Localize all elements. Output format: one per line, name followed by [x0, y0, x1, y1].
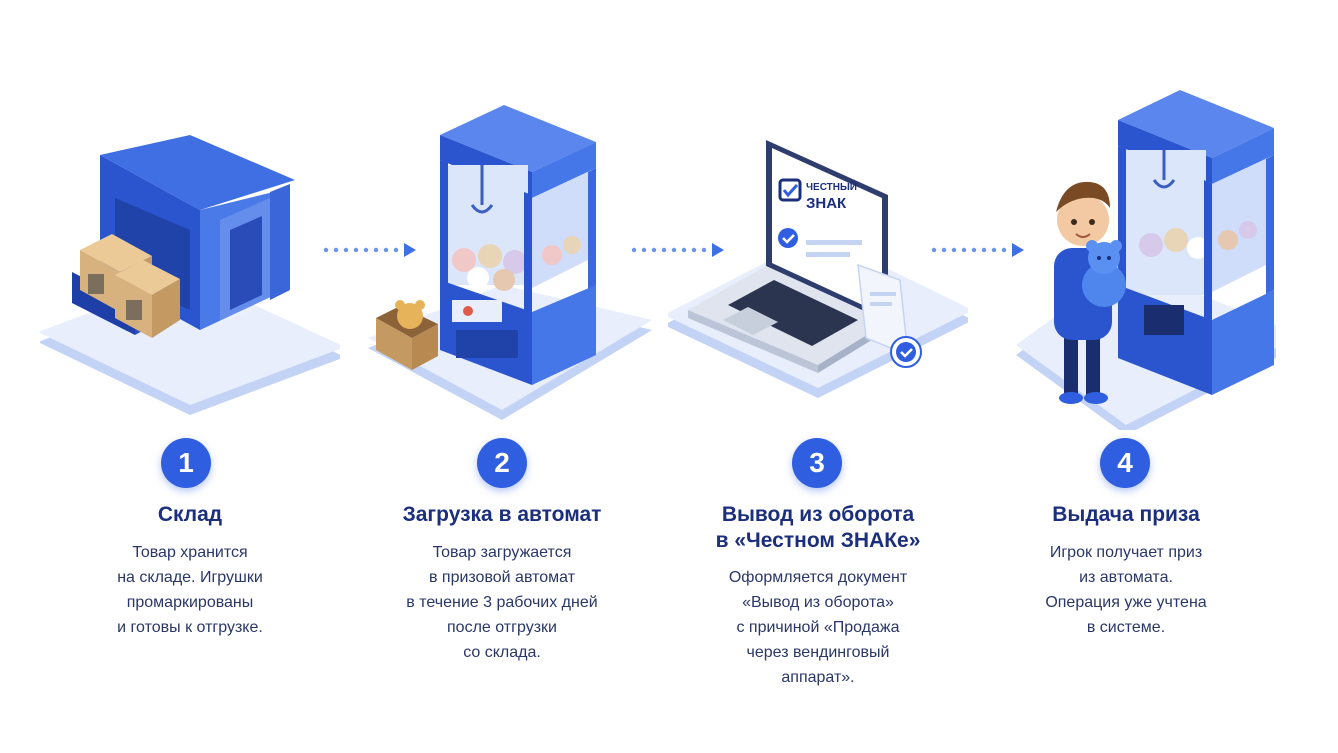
step-title: Вывод из оборота в «Честном ЗНАКе»	[638, 502, 998, 554]
step-description-line: со склада.	[463, 644, 541, 661]
step-description: Игрок получает приз из автомата. Операци…	[956, 540, 1296, 640]
step-description-line: Игрок получает приз	[1049, 544, 1203, 561]
step-description-line: промаркированы	[126, 594, 254, 611]
warehouse-icon	[40, 135, 340, 415]
step-title-line: Выдача приза	[1052, 503, 1200, 526]
step-3: ЧЕСТНЫЙ ЗНАК 3 Вывод из оборота в «Честн…	[668, 0, 968, 753]
player-with-prize-icon	[1016, 90, 1276, 430]
step-number: 2	[494, 447, 510, 478]
step-description-line: Операция уже учтена	[1045, 594, 1207, 611]
step-number-badge: 1	[161, 438, 211, 488]
laptop-icon: ЧЕСТНЫЙ ЗНАК	[668, 140, 968, 398]
step-title: Склад	[10, 502, 370, 528]
step-1: 1 Склад Товар хранится на складе. Игрушк…	[40, 0, 340, 753]
step-description-line: после отгрузки	[447, 619, 557, 636]
step-title-line: Вывод из оборота	[721, 503, 915, 526]
step-number-badge: 3	[792, 438, 842, 488]
step-description-line: из автомата.	[1079, 569, 1173, 586]
step-description-line: через вендинговый	[746, 644, 890, 661]
dotted-arrow-icon	[323, 243, 416, 257]
step-description-line: в течение 3 рабочих дней	[406, 594, 598, 611]
step-number-badge: 4	[1100, 438, 1150, 488]
step-description: Оформляется документ «Вывод из оборота» …	[648, 565, 988, 690]
step-description-line: в призовой автомат	[428, 569, 576, 586]
step-4: 4 Выдача приза Игрок получает приз из ав…	[976, 0, 1276, 753]
step-title: Загрузка в автомат	[322, 502, 682, 528]
step-number-badge: 2	[477, 438, 527, 488]
logo-text-line-1: ЧЕСТНЫЙ	[806, 180, 857, 193]
step-description: Товар хранится на складе. Игрушки промар…	[20, 540, 360, 640]
dotted-arrow-icon	[931, 243, 1024, 257]
step-title: Выдача приза	[946, 502, 1306, 528]
step-title-line: в «Честном ЗНАКе»	[715, 529, 921, 552]
step-title-line: Склад	[157, 503, 223, 526]
step-description-line: Товар загружается	[432, 544, 572, 561]
step-description-line: аппарат».	[781, 669, 855, 686]
step-2: 2 Загрузка в автомат Товар загружается в…	[352, 0, 652, 753]
dotted-arrow-icon	[631, 243, 724, 257]
step-description-line: Оформляется документ	[728, 569, 908, 586]
step-description-line: с причиной «Продажа	[736, 619, 900, 636]
claw-machine-icon	[368, 105, 652, 420]
step-description-line: в системе.	[1086, 619, 1166, 636]
step-description-line: и готовы к отгрузке.	[117, 619, 263, 636]
step-description: Товар загружается в призовой автомат в т…	[332, 540, 672, 665]
step-number: 3	[809, 447, 825, 478]
step-number: 1	[178, 447, 194, 478]
step-number: 4	[1117, 447, 1133, 478]
step-title-line: Загрузка в автомат	[402, 503, 602, 526]
step-description-line: «Вывод из оборота»	[742, 594, 894, 611]
step-description-line: Товар хранится	[132, 544, 248, 561]
step-description-line: на складе. Игрушки	[117, 569, 263, 586]
logo-text-line-2: ЗНАК	[806, 195, 847, 212]
